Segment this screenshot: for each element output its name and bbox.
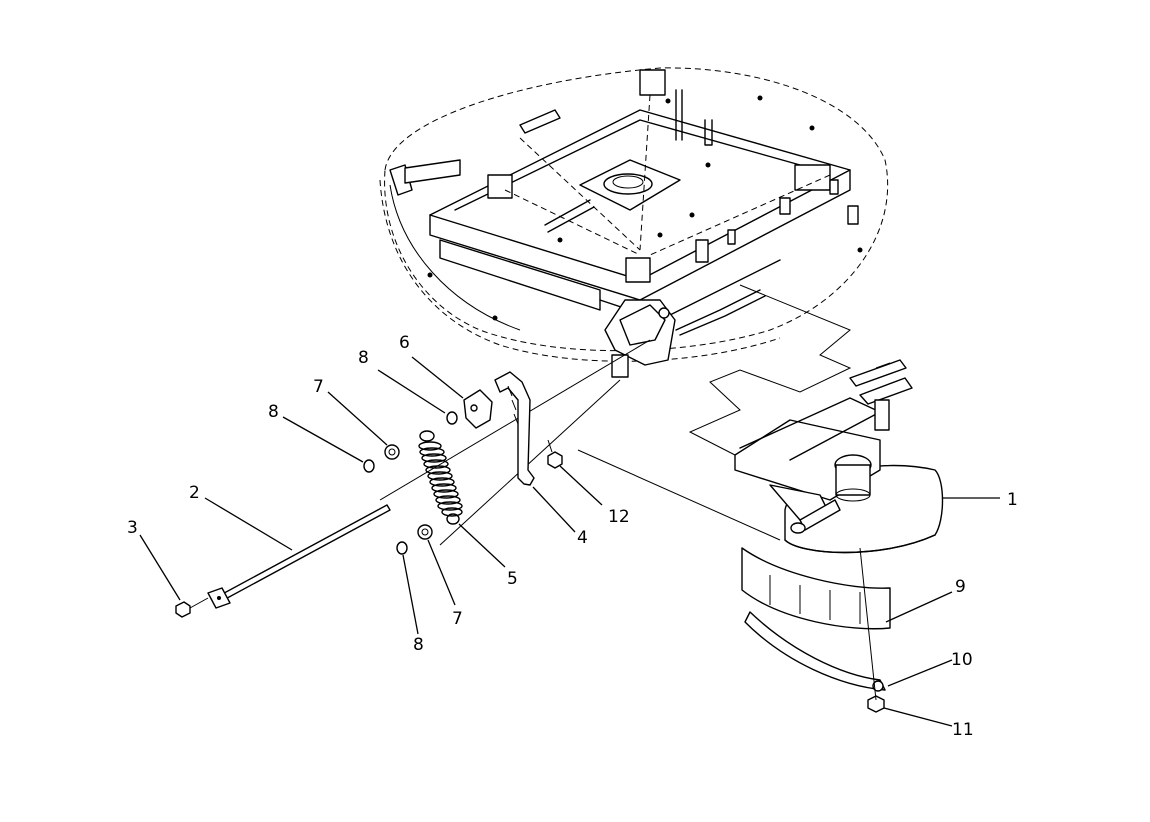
callout-12: 12 (608, 507, 630, 527)
mower-deck (379, 67, 889, 362)
axis-line-upper (379, 339, 651, 501)
part-8-ring-left (363, 459, 375, 473)
part-8-ring-lower (396, 541, 408, 555)
part-10-strap (744, 611, 886, 692)
part-6-plate (463, 389, 493, 429)
callout-8-upper: 8 (358, 348, 369, 368)
callout-4: 4 (577, 528, 588, 548)
callout-10: 10 (951, 650, 973, 670)
part-1-deflector-housing (734, 359, 944, 554)
part-7-washer-lower (417, 524, 433, 540)
callout-7-lower: 7 (452, 609, 463, 629)
part-8-ring-upper (446, 411, 458, 425)
bolt-line (189, 597, 209, 609)
part-5-spring (418, 430, 463, 525)
pivot-bracket (604, 289, 766, 378)
callout-3: 3 (127, 518, 138, 538)
part-12-nut (547, 451, 563, 469)
outline-link (688, 284, 852, 456)
callout-1: 1 (1007, 490, 1018, 510)
part-7-washer-upper (384, 444, 400, 460)
callouts: 1 2 3 4 5 6 7 7 8 8 8 9 10 11 12 (127, 333, 1018, 740)
callout-6: 6 (399, 333, 410, 353)
callout-9: 9 (955, 577, 966, 597)
plate-hole (470, 404, 478, 412)
part-3-bolt (175, 601, 191, 618)
callout-8-lower: 8 (413, 635, 424, 655)
stud-line (547, 439, 553, 453)
part-2-rod (207, 504, 391, 609)
callout-2: 2 (189, 483, 200, 503)
part-9-guard-plate (741, 547, 891, 630)
axis-line-lower (439, 379, 621, 546)
axis-line-bolt (577, 449, 781, 541)
callout-8-left: 8 (268, 402, 279, 422)
callout-7-upper: 7 (313, 377, 324, 397)
part-4-lever (494, 371, 535, 486)
leader-lines (139, 356, 1000, 727)
bolt-centerline (859, 547, 877, 701)
callout-11: 11 (952, 720, 974, 740)
callout-5: 5 (507, 569, 518, 589)
